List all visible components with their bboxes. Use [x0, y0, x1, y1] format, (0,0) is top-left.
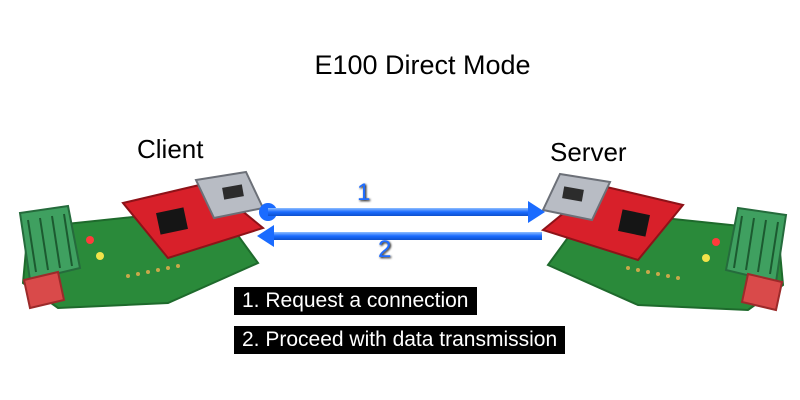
server-board-icon	[540, 172, 788, 312]
client-label: Client	[137, 134, 204, 164]
arrow-right-icon	[259, 201, 545, 223]
server-label: Server	[550, 137, 627, 167]
arrow-left-icon	[257, 225, 542, 247]
arrow-2-label: 2	[378, 236, 392, 263]
client-board-icon	[18, 170, 266, 310]
legend-item-transmission: 2. Proceed with data transmission	[234, 326, 566, 354]
diagram-title: E100 Direct Mode	[314, 50, 531, 80]
arrow-1-label: 1	[357, 179, 371, 206]
legend-item-request: 1. Request a connection	[234, 287, 477, 315]
